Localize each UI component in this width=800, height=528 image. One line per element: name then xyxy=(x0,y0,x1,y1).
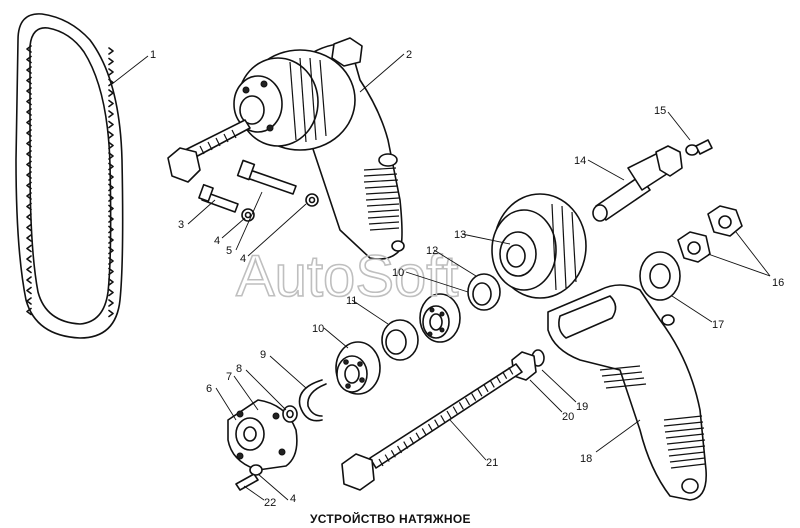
axle-and-fitting xyxy=(592,139,713,222)
toothed-belt xyxy=(15,13,124,339)
small-fasteners-group xyxy=(198,159,319,222)
callout-9: 9 xyxy=(260,349,266,361)
callout-8: 8 xyxy=(236,363,242,375)
callout-18: 18 xyxy=(580,453,592,465)
callout-14: 14 xyxy=(574,155,586,167)
cover-plate-group xyxy=(227,399,298,491)
callout-labels: 1 2 3 4 4 4 5 6 7 8 9 10 10 11 12 13 14 … xyxy=(150,49,784,509)
lower-bracket xyxy=(547,284,707,501)
callout-19: 19 xyxy=(576,401,588,413)
long-bolt-assembly xyxy=(341,349,545,491)
callout-16: 16 xyxy=(772,277,784,289)
callout-10: 10 xyxy=(312,323,324,335)
callout-12: 12 xyxy=(426,245,438,257)
callout-7: 7 xyxy=(226,371,232,383)
callout-4: 4 xyxy=(214,235,220,247)
callout-6: 6 xyxy=(206,383,212,395)
callout-4: 4 xyxy=(240,253,246,265)
callout-11: 11 xyxy=(346,295,357,307)
callout-15: 15 xyxy=(654,105,666,117)
callout-13: 13 xyxy=(454,229,466,241)
upper-tensioner-assembly xyxy=(167,37,405,260)
diagram-caption: УСТРОЙСТВО НАТЯЖНОЕ xyxy=(310,511,471,526)
idler-pulley xyxy=(491,193,587,299)
callout-1: 1 xyxy=(150,49,156,61)
callout-4: 4 xyxy=(290,493,296,505)
callout-21: 21 xyxy=(486,457,498,469)
leader-lines xyxy=(111,53,771,501)
callout-10: 10 xyxy=(392,267,404,279)
callout-20: 20 xyxy=(562,411,574,423)
nuts-and-washer xyxy=(639,205,743,301)
callout-5: 5 xyxy=(226,245,232,257)
watermark-text: AutoSoft xyxy=(236,244,458,309)
callout-3: 3 xyxy=(178,219,184,231)
callout-22: 22 xyxy=(264,497,276,509)
bearing-stack xyxy=(298,273,501,422)
callout-17: 17 xyxy=(712,319,724,331)
callout-2: 2 xyxy=(406,49,412,61)
